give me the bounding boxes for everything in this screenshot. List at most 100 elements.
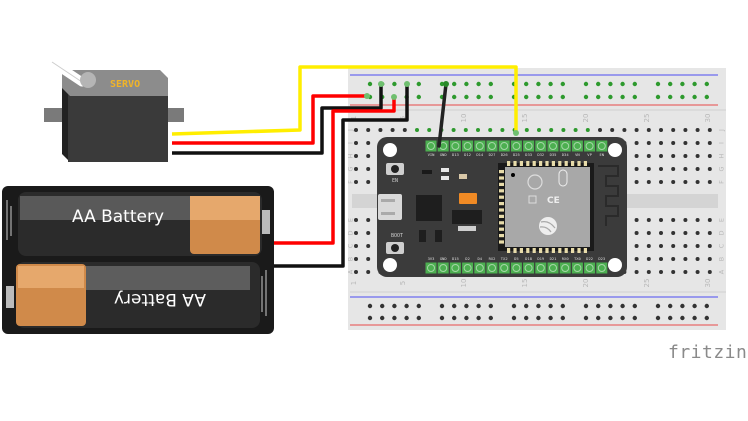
breadboard-hole[interactable]	[695, 141, 700, 145]
breadboard-hole[interactable]	[707, 218, 712, 222]
esp32-top-pin[interactable]	[498, 140, 510, 152]
rail-hole[interactable]	[476, 303, 481, 309]
rail-hole[interactable]	[404, 303, 409, 309]
rail-hole[interactable]	[583, 81, 589, 87]
breadboard-hole[interactable]	[707, 257, 712, 261]
rail-hole[interactable]	[476, 315, 481, 321]
breadboard-hole[interactable]	[390, 128, 395, 132]
rail-hole[interactable]	[439, 81, 445, 87]
rail-hole[interactable]	[692, 303, 697, 309]
rail-hole[interactable]	[439, 303, 445, 309]
esp32-bottom-pin[interactable]	[523, 262, 535, 274]
rail-hole[interactable]	[464, 303, 469, 309]
breadboard-hole[interactable]	[671, 270, 676, 274]
breadboard-hole[interactable]	[415, 128, 419, 132]
rail-hole[interactable]	[668, 315, 673, 321]
breadboard-hole[interactable]	[683, 257, 688, 261]
rail-hole[interactable]	[548, 315, 553, 321]
breadboard-hole[interactable]	[659, 180, 663, 184]
rail-hole[interactable]	[476, 94, 481, 100]
esp32-top-pin[interactable]	[559, 140, 571, 152]
rail-hole[interactable]	[524, 315, 529, 321]
rail-hole[interactable]	[596, 303, 601, 309]
breadboard-hole[interactable]	[634, 154, 639, 158]
breadboard-hole[interactable]	[622, 128, 627, 132]
esp32-top-pin[interactable]	[596, 140, 608, 152]
breadboard-hole[interactable]	[537, 128, 541, 132]
rail-hole[interactable]	[416, 303, 421, 309]
rail-hole[interactable]	[655, 303, 661, 309]
esp32-bottom-pin[interactable]	[510, 262, 522, 274]
esp32-top-pin[interactable]	[547, 140, 559, 152]
rail-hole[interactable]	[596, 315, 601, 321]
rail-hole[interactable]	[488, 81, 493, 87]
breadboard-hole[interactable]	[634, 167, 639, 171]
breadboard-hole[interactable]	[659, 244, 663, 248]
breadboard-hole[interactable]	[683, 270, 688, 274]
breadboard-hole[interactable]	[366, 167, 371, 171]
rail-hole[interactable]	[560, 94, 565, 100]
breadboard-hole[interactable]	[659, 257, 663, 261]
breadboard-hole[interactable]	[671, 218, 676, 222]
breadboard-hole[interactable]	[463, 128, 468, 132]
rail-hole[interactable]	[380, 315, 385, 321]
esp32-bottom-pin[interactable]	[449, 262, 461, 274]
rail-hole[interactable]	[655, 81, 661, 87]
breadboard-hole[interactable]	[366, 231, 371, 235]
breadboard-hole[interactable]	[695, 154, 700, 158]
breadboard-hole[interactable]	[366, 257, 371, 261]
rail-hole[interactable]	[704, 81, 709, 87]
breadboard-hole[interactable]	[671, 244, 676, 248]
rail-hole[interactable]	[404, 315, 409, 321]
rail-hole[interactable]	[583, 315, 589, 321]
rail-hole[interactable]	[524, 81, 529, 87]
rail-hole[interactable]	[632, 303, 637, 309]
rail-hole[interactable]	[620, 81, 625, 87]
rail-hole[interactable]	[524, 303, 529, 309]
rail-hole[interactable]	[560, 81, 565, 87]
breadboard-hole[interactable]	[366, 154, 371, 158]
breadboard-hole[interactable]	[354, 154, 358, 158]
breadboard-hole[interactable]	[695, 270, 700, 274]
rail-hole[interactable]	[632, 81, 637, 87]
esp32-top-pin[interactable]	[425, 140, 437, 152]
esp32-bottom-pin[interactable]	[425, 262, 437, 274]
rail-hole[interactable]	[680, 303, 685, 309]
breadboard-hole[interactable]	[695, 257, 700, 261]
wire-servo-power[interactable]	[172, 94, 367, 145]
esp32-top-pin[interactable]	[535, 140, 547, 152]
esp32-bottom-pin[interactable]	[474, 262, 486, 274]
esp32-top-pin[interactable]	[510, 140, 522, 152]
breadboard-hole[interactable]	[561, 128, 566, 132]
rail-hole[interactable]	[668, 303, 673, 309]
breadboard-hole[interactable]	[707, 128, 712, 132]
rail-hole[interactable]	[692, 315, 697, 321]
breadboard-hole[interactable]	[707, 180, 712, 184]
rail-hole[interactable]	[680, 81, 685, 87]
esp32-bottom-pin[interactable]	[486, 262, 498, 274]
breadboard-hole[interactable]	[683, 141, 688, 145]
esp32-top-pin[interactable]	[462, 140, 474, 152]
rail-hole[interactable]	[439, 315, 445, 321]
breadboard-hole[interactable]	[378, 128, 383, 132]
breadboard-hole[interactable]	[476, 128, 480, 132]
rail-hole[interactable]	[680, 315, 685, 321]
breadboard-hole[interactable]	[634, 270, 639, 274]
rail-hole[interactable]	[392, 81, 397, 87]
breadboard-hole[interactable]	[671, 257, 676, 261]
rail-hole[interactable]	[668, 94, 673, 100]
rail-hole[interactable]	[511, 315, 517, 321]
esp32-top-pin[interactable]	[571, 140, 583, 152]
rail-hole[interactable]	[655, 94, 661, 100]
rail-hole[interactable]	[488, 303, 493, 309]
boot-button[interactable]	[386, 242, 404, 254]
breadboard-hole[interactable]	[354, 231, 358, 235]
rail-hole[interactable]	[367, 81, 373, 87]
rail-hole[interactable]	[620, 303, 625, 309]
rail-hole[interactable]	[704, 303, 709, 309]
breadboard-hole[interactable]	[695, 231, 700, 235]
breadboard-hole[interactable]	[683, 244, 688, 248]
esp32-top-pin[interactable]	[523, 140, 535, 152]
breadboard-hole[interactable]	[354, 244, 358, 248]
breadboard-hole[interactable]	[659, 270, 663, 274]
